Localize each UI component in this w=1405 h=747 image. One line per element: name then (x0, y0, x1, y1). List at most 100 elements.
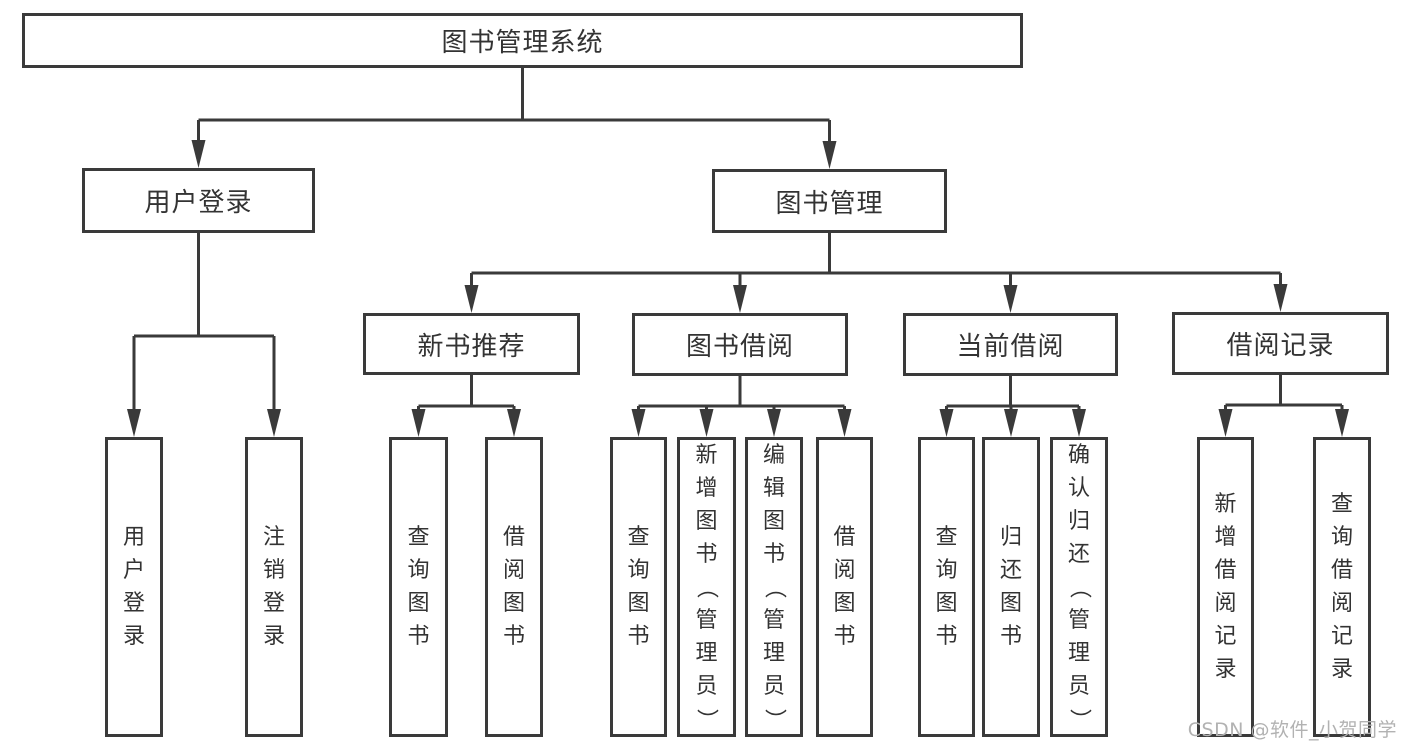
node-char: 书 (407, 624, 430, 649)
node-char: ） (761, 707, 787, 731)
node-char: 借 (833, 525, 856, 550)
node-lf-query-3: 查询图书 (918, 437, 975, 737)
node-char: 询 (627, 558, 650, 583)
node-book-mgmt: 图书管理 (712, 169, 947, 233)
node-char: 用 (122, 525, 145, 550)
node-char: 询 (935, 558, 958, 583)
node-root: 图书管理系统 (22, 13, 1023, 68)
node-char: 阅 (1214, 591, 1237, 616)
node-char: 书 (502, 624, 525, 649)
node-char: 阅 (833, 558, 856, 583)
node-char: 还 (999, 558, 1022, 583)
node-char: 新 (695, 442, 718, 468)
node-lf-add-book: 新增图书 （ 管理员 ） (677, 437, 736, 737)
node-new-book-rec: 新书推荐 (363, 313, 580, 375)
node-lf-borrow-1: 借阅图书 (485, 437, 543, 737)
node-char: 还 (1067, 541, 1090, 567)
node-char: 书 (695, 541, 718, 567)
node-char: 新 (1214, 492, 1237, 517)
node-char: 归 (1067, 508, 1090, 534)
node-char: 理 (1067, 640, 1090, 666)
node-char: 图 (762, 508, 785, 534)
node-lf-user-login: 用户登录 (105, 437, 163, 737)
node-char: 销 (262, 558, 285, 583)
node-char: 借 (1330, 558, 1353, 583)
node-char: ） (1066, 707, 1092, 731)
node-lf-query-record: 查询借阅记录 (1313, 437, 1371, 737)
node-char: 书 (935, 624, 958, 649)
node-char: 认 (1067, 475, 1090, 501)
node-char: （ (761, 575, 787, 599)
node-char: 图 (935, 591, 958, 616)
node-char: 录 (1214, 657, 1237, 682)
node-char: 登 (262, 591, 285, 616)
node-lf-confirm-ret: 确认归还 （ 管理员 ） (1050, 437, 1108, 737)
node-char: 理 (762, 640, 785, 666)
node-char: 阅 (502, 558, 525, 583)
node-char: 登 (122, 591, 145, 616)
node-label: 新书推荐 (417, 331, 526, 362)
node-char: 注 (262, 525, 285, 550)
node-char: 书 (833, 624, 856, 649)
node-char: 归 (999, 525, 1022, 550)
node-char: 增 (1214, 525, 1237, 550)
node-char: 阅 (1330, 591, 1353, 616)
node-lf-add-record: 新增借阅记录 (1197, 437, 1254, 737)
node-lf-edit-book: 编辑图书 （ 管理员 ） (745, 437, 803, 737)
node-label: 图书管理 (775, 188, 884, 219)
node-current-borrow: 当前借阅 (903, 313, 1118, 376)
node-char: 记 (1214, 624, 1237, 649)
node-char: 查 (1330, 492, 1353, 517)
node-char: 增 (695, 475, 718, 501)
node-char: 户 (122, 558, 145, 583)
node-char: 询 (1330, 525, 1353, 550)
node-char: 图 (695, 508, 718, 534)
node-char: 询 (407, 558, 430, 583)
node-char: ） (693, 707, 719, 731)
node-char: 查 (627, 525, 650, 550)
node-char: 确 (1067, 442, 1090, 468)
node-char: 图 (833, 591, 856, 616)
node-char: 辑 (762, 475, 785, 501)
node-char: 借 (1214, 558, 1237, 583)
node-lf-query-2: 查询图书 (610, 437, 667, 737)
node-char: 图 (407, 591, 430, 616)
watermark: CSDN @软件_小贺同学 (1187, 719, 1397, 741)
node-char: 管 (762, 607, 785, 633)
node-char: 查 (935, 525, 958, 550)
node-char: 员 (762, 673, 785, 699)
node-char: 员 (695, 673, 718, 699)
node-char: （ (693, 575, 719, 599)
node-borrow-record: 借阅记录 (1172, 312, 1389, 375)
node-lf-query-1: 查询图书 (389, 437, 448, 737)
node-label: 用户登录 (144, 188, 253, 218)
node-char: 员 (1067, 673, 1090, 699)
node-book-borrow: 图书借阅 (632, 313, 848, 376)
node-char: 查 (407, 525, 430, 550)
node-label: 图书管理系统 (441, 28, 604, 58)
node-char: 借 (502, 525, 525, 550)
node-char: 管 (695, 607, 718, 633)
node-lf-return: 归还图书 (982, 437, 1040, 737)
node-char: 书 (999, 624, 1022, 649)
node-char: 编 (762, 442, 785, 468)
node-char: 图 (502, 591, 525, 616)
node-char: 录 (122, 624, 145, 649)
node-label: 借阅记录 (1226, 331, 1335, 361)
node-label: 当前借阅 (956, 332, 1065, 362)
node-char: 图 (999, 591, 1022, 616)
node-label: 图书借阅 (685, 332, 794, 362)
node-char: 记 (1330, 624, 1353, 649)
node-lf-logout: 注销登录 (245, 437, 303, 737)
node-char: 录 (262, 624, 285, 649)
node-lf-borrow-2: 借阅图书 (816, 437, 873, 737)
node-char: 书 (762, 541, 785, 567)
node-char: 管 (1067, 607, 1090, 633)
node-user-login: 用户登录 (82, 168, 315, 233)
node-char: （ (1066, 575, 1092, 599)
node-char: 图 (627, 591, 650, 616)
node-char: 理 (695, 640, 718, 666)
node-char: 书 (627, 624, 650, 649)
